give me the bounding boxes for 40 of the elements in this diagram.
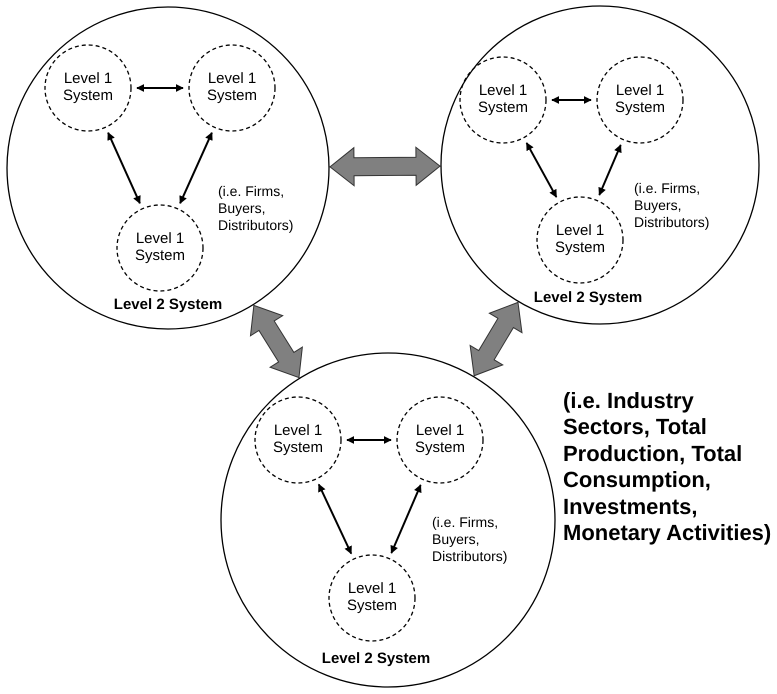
subsystem-circle	[188, 44, 276, 132]
arrow	[551, 96, 592, 104]
system-label: Level 1 System	[272, 422, 324, 456]
system-label: Level 1 System	[62, 70, 114, 104]
arrow	[107, 132, 141, 204]
subsystem-circle	[536, 196, 624, 284]
subsystem-circle	[116, 204, 204, 292]
arrow	[526, 142, 558, 198]
system-label: Level 2 System	[112, 296, 224, 313]
subsystem-circle	[596, 56, 684, 144]
subsystem-circle	[396, 396, 484, 484]
arrow	[136, 84, 184, 92]
example-note: (i.e. Firms, Buyers, Distributors)	[432, 514, 508, 564]
system-label: Level 1 System	[476, 82, 529, 116]
arrow	[390, 484, 422, 554]
system-label: Level 1 System	[414, 422, 466, 456]
subsystem-circle	[254, 396, 342, 484]
arrow	[179, 132, 213, 204]
system-circle	[220, 352, 556, 688]
system-label: Level 1 System	[554, 222, 606, 256]
double-arrow	[250, 304, 303, 378]
note-text: (i.e. Industry Sectors, Total Production, Total Consumption, Investments, Monetary Activities)	[563, 388, 772, 546]
subsystem-circle	[44, 44, 132, 132]
subsystem-circle	[328, 554, 416, 642]
system-label: Level 1 System	[134, 230, 186, 264]
system-label: Level 2 System	[532, 289, 644, 306]
system-label: Level 1 System	[346, 580, 398, 614]
system-label: Level 1 System	[206, 70, 258, 104]
system-circle	[6, 6, 330, 330]
double-arrow	[329, 146, 441, 187]
system-label: Level 1 System	[614, 82, 666, 116]
subsystem-circle	[459, 56, 547, 144]
double-arrow	[470, 302, 523, 376]
example-note: (i.e. Firms, Buyers, Distributors)	[634, 180, 710, 230]
system-circle	[440, 5, 760, 325]
example-note: (i.e. Firms, Buyers, Distributors)	[218, 183, 294, 234]
system-label: Level 2 System	[320, 650, 432, 667]
arrow	[318, 484, 352, 554]
arrow	[346, 436, 392, 444]
arrow	[598, 144, 622, 196]
